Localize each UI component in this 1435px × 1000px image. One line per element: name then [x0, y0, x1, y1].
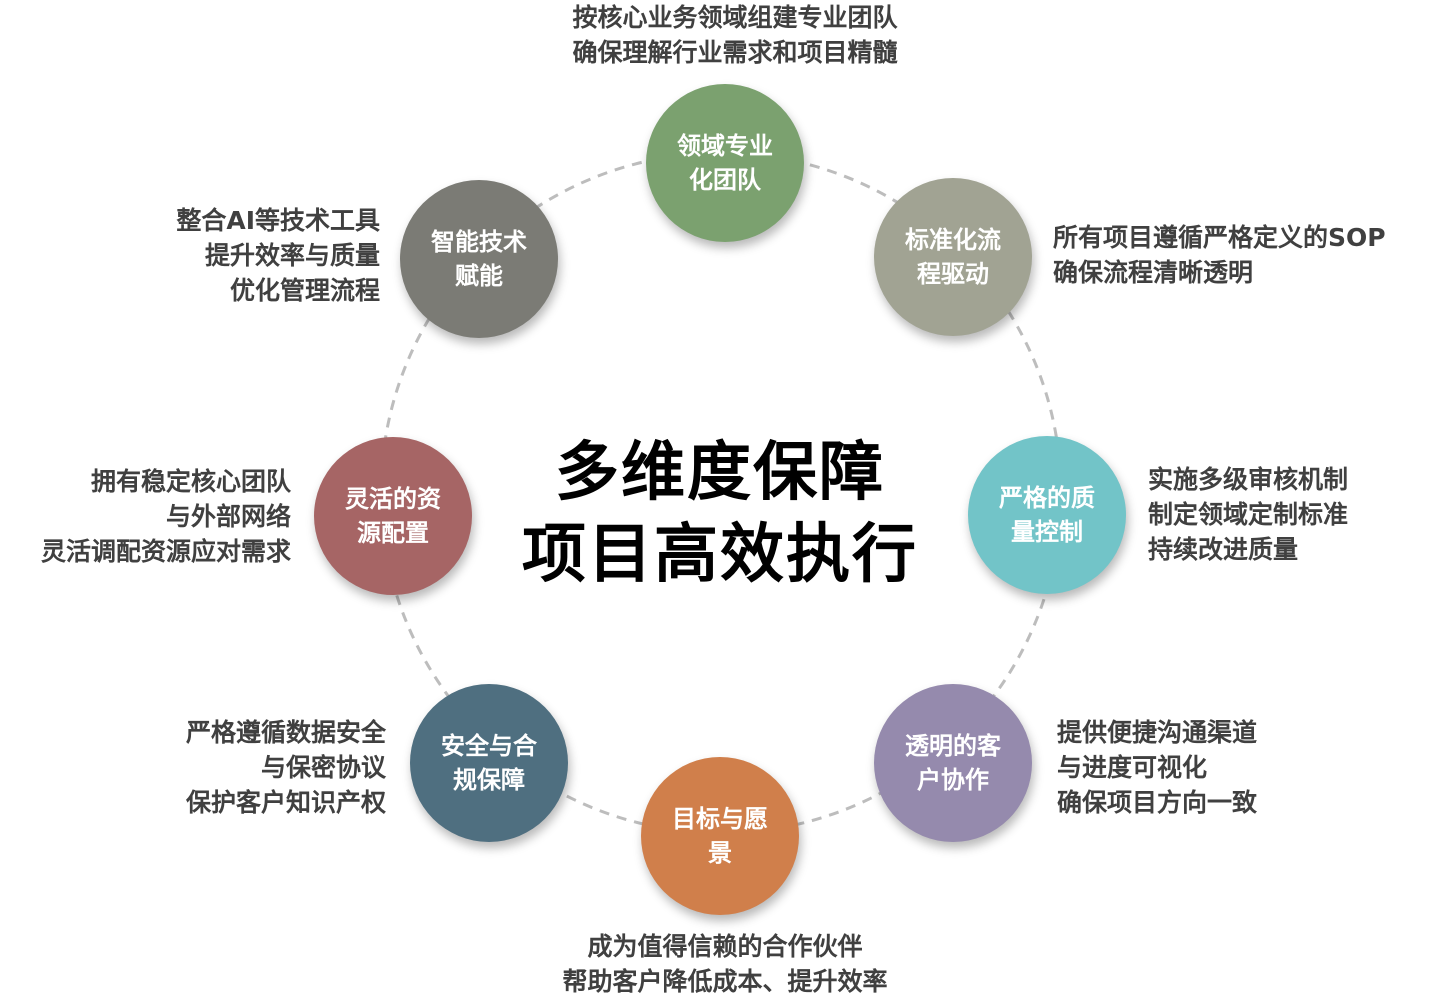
desc-team-line: 按核心业务领域组建专业团队 [572, 3, 898, 32]
desc-process-line: 确保流程清晰透明 [1053, 258, 1254, 287]
desc-vision-line: 帮助客户降低成本、提升效率 [562, 967, 888, 996]
desc-tech-line: 整合AI等技术工具 [176, 206, 380, 235]
desc-vision: 成为值得信赖的合作伙伴 帮助客户降低成本、提升效率 [505, 929, 945, 999]
desc-tech-line: 优化管理流程 [229, 276, 380, 305]
node-team: 领域专业化团队 [646, 84, 804, 242]
node-team-label: 领域专业化团队 [677, 132, 773, 194]
desc-vision-line: 成为值得信赖的合作伙伴 [587, 932, 863, 961]
desc-quality: 实施多级审核机制 制定领域定制标准 持续改进质量 [1148, 462, 1348, 567]
desc-tech-line: 提升效率与质量 [204, 241, 380, 270]
node-collab-label: 透明的客户协作 [905, 732, 1001, 794]
node-process-label: 标准化流程驱动 [905, 226, 1001, 288]
desc-process: 所有项目遵循严格定义的SOP 确保流程清晰透明 [1053, 220, 1386, 290]
desc-security-line: 保护客户知识产权 [185, 788, 386, 817]
desc-resource-line: 与外部网络 [165, 502, 291, 531]
node-vision: 目标与愿景 [641, 757, 799, 915]
center-title-line2: 项目高效执行 [522, 518, 918, 592]
desc-security-line: 严格遵循数据安全 [185, 718, 386, 747]
desc-security-line: 与保密协议 [260, 753, 386, 782]
node-collab: 透明的客户协作 [874, 684, 1032, 842]
desc-collab-line: 与进度可视化 [1057, 753, 1208, 782]
desc-quality-line: 制定领域定制标准 [1148, 500, 1349, 529]
desc-resource-line: 灵活调配资源应对需求 [40, 537, 291, 566]
node-quality: 严格的质量控制 [968, 436, 1126, 594]
node-tech: 智能技术赋能 [400, 180, 558, 338]
node-security-label: 安全与合规保障 [441, 732, 537, 794]
desc-resource: 拥有稳定核心团队 与外部网络 灵活调配资源应对需求 [41, 464, 291, 569]
desc-collab-line: 确保项目方向一致 [1057, 788, 1258, 817]
desc-collab-line: 提供便捷沟通渠道 [1057, 718, 1258, 747]
desc-quality-line: 实施多级审核机制 [1148, 465, 1349, 494]
desc-resource-line: 拥有稳定核心团队 [90, 467, 291, 496]
desc-quality-line: 持续改进质量 [1148, 535, 1299, 564]
node-resource-label: 灵活的资源配置 [345, 485, 441, 547]
node-process: 标准化流程驱动 [874, 178, 1032, 336]
node-vision-label: 目标与愿景 [672, 805, 768, 867]
desc-security: 严格遵循数据安全 与保密协议 保护客户知识产权 [186, 715, 386, 820]
node-security: 安全与合规保障 [410, 684, 568, 842]
node-resource: 灵活的资源配置 [314, 437, 472, 595]
desc-process-line: 所有项目遵循严格定义的SOP [1053, 223, 1386, 252]
desc-tech: 整合AI等技术工具 提升效率与质量 优化管理流程 [176, 203, 380, 308]
center-title: 多维度保障 项目高效执行 [480, 432, 960, 596]
desc-collab: 提供便捷沟通渠道 与进度可视化 确保项目方向一致 [1057, 715, 1257, 820]
desc-team-line: 确保理解行业需求和项目精髓 [572, 38, 898, 67]
node-quality-label: 严格的质量控制 [999, 484, 1095, 546]
center-title-line1: 多维度保障 [555, 436, 885, 510]
desc-team: 按核心业务领域组建专业团队 确保理解行业需求和项目精髓 [515, 0, 955, 70]
node-tech-label: 智能技术赋能 [431, 228, 527, 290]
